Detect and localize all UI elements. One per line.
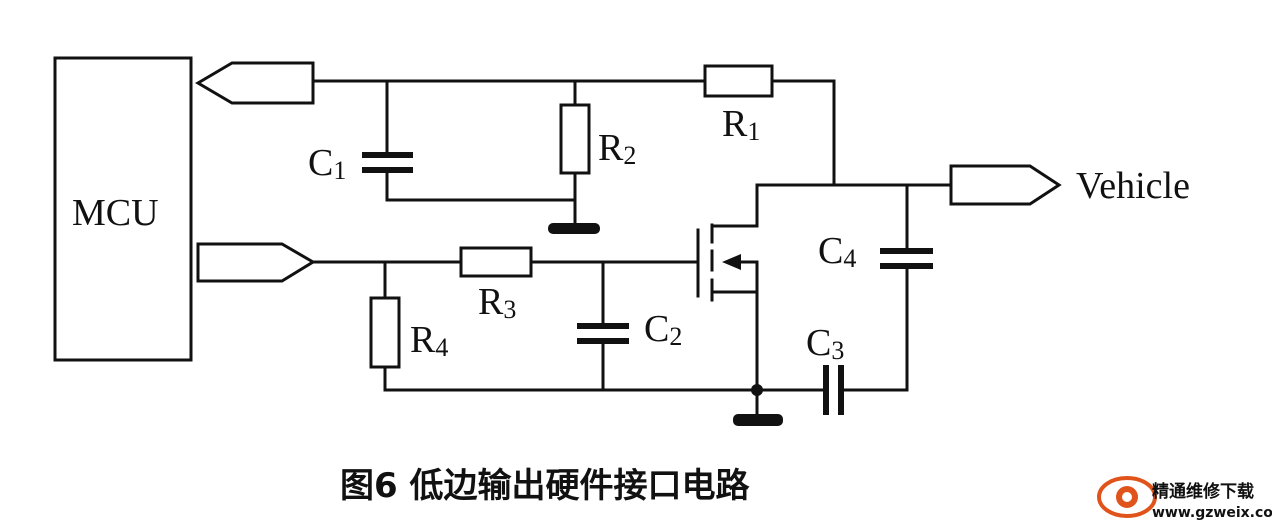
top-connector: [195, 61, 315, 105]
r2-label: R2: [598, 127, 636, 170]
c2-label: C2: [644, 308, 682, 351]
capacitor-c3: C3: [806, 322, 844, 415]
capacitor-c1: C1: [308, 142, 413, 185]
junction-dot: [751, 384, 763, 396]
capacitor-c4: C4: [818, 183, 933, 392]
eye-logo-icon: [1097, 476, 1157, 518]
top-rail: [311, 79, 836, 228]
mcu-block: MCU: [53, 56, 193, 362]
resistor-r2: R2: [559, 103, 636, 175]
r4-label: R4: [410, 319, 448, 362]
vehicle-label: Vehicle: [1076, 165, 1190, 207]
resistor-r1: R1: [703, 64, 774, 146]
capacitor-c2: C2: [577, 308, 682, 351]
gate-line: [311, 260, 909, 392]
figure-caption: 图6 低边输出硬件接口电路: [340, 466, 750, 506]
watermark-url: www.gzweix.com: [1152, 505, 1272, 521]
mosfet-transistor: [696, 183, 953, 422]
watermark: 精通维修下载 www.gzweix.com: [1097, 476, 1272, 521]
resistor-r4: R4: [369, 296, 448, 369]
r3-label: R3: [478, 281, 516, 324]
vehicle-connector: Vehicle: [949, 164, 1190, 207]
c1-label: C1: [308, 142, 346, 185]
mcu-label: MCU: [72, 192, 159, 234]
mosfet-arrow-icon: [722, 254, 741, 270]
c3-label: C3: [806, 322, 844, 365]
resistor-r3: R3: [459, 246, 533, 324]
ground-symbol-top: [548, 223, 600, 234]
r1-label: R1: [722, 103, 760, 146]
watermark-name: 精通维修下载: [1152, 481, 1254, 502]
c4-label: C4: [818, 230, 856, 273]
gate-connector: [196, 242, 316, 283]
ground-symbol-bottom: [733, 414, 783, 426]
